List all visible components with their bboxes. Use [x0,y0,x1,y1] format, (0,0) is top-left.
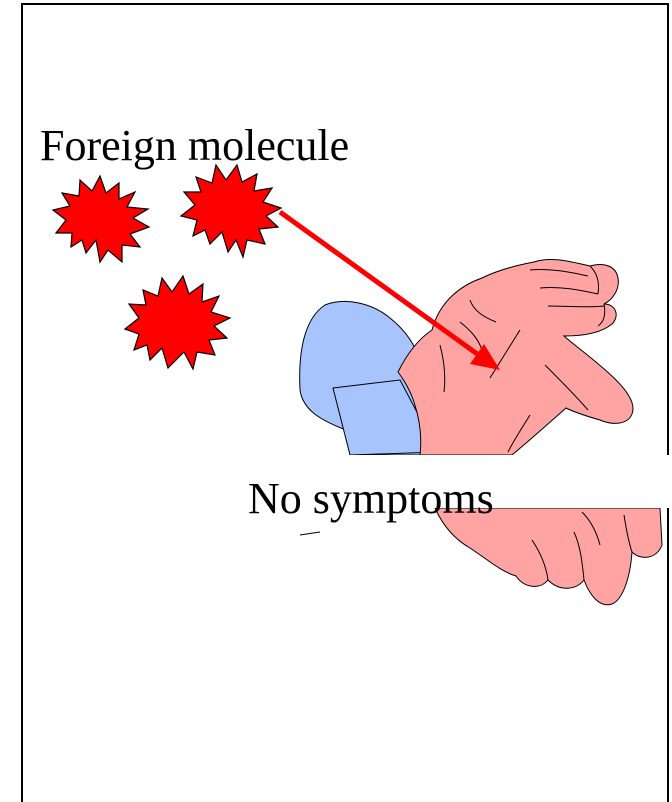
molecule-starburst-2 [181,165,281,257]
molecule-label: Foreign molecule [40,121,349,170]
molecule-starburst-3 [125,276,230,369]
molecule-starburst-1 [53,176,149,262]
outcome-label: No symptoms [248,474,494,523]
